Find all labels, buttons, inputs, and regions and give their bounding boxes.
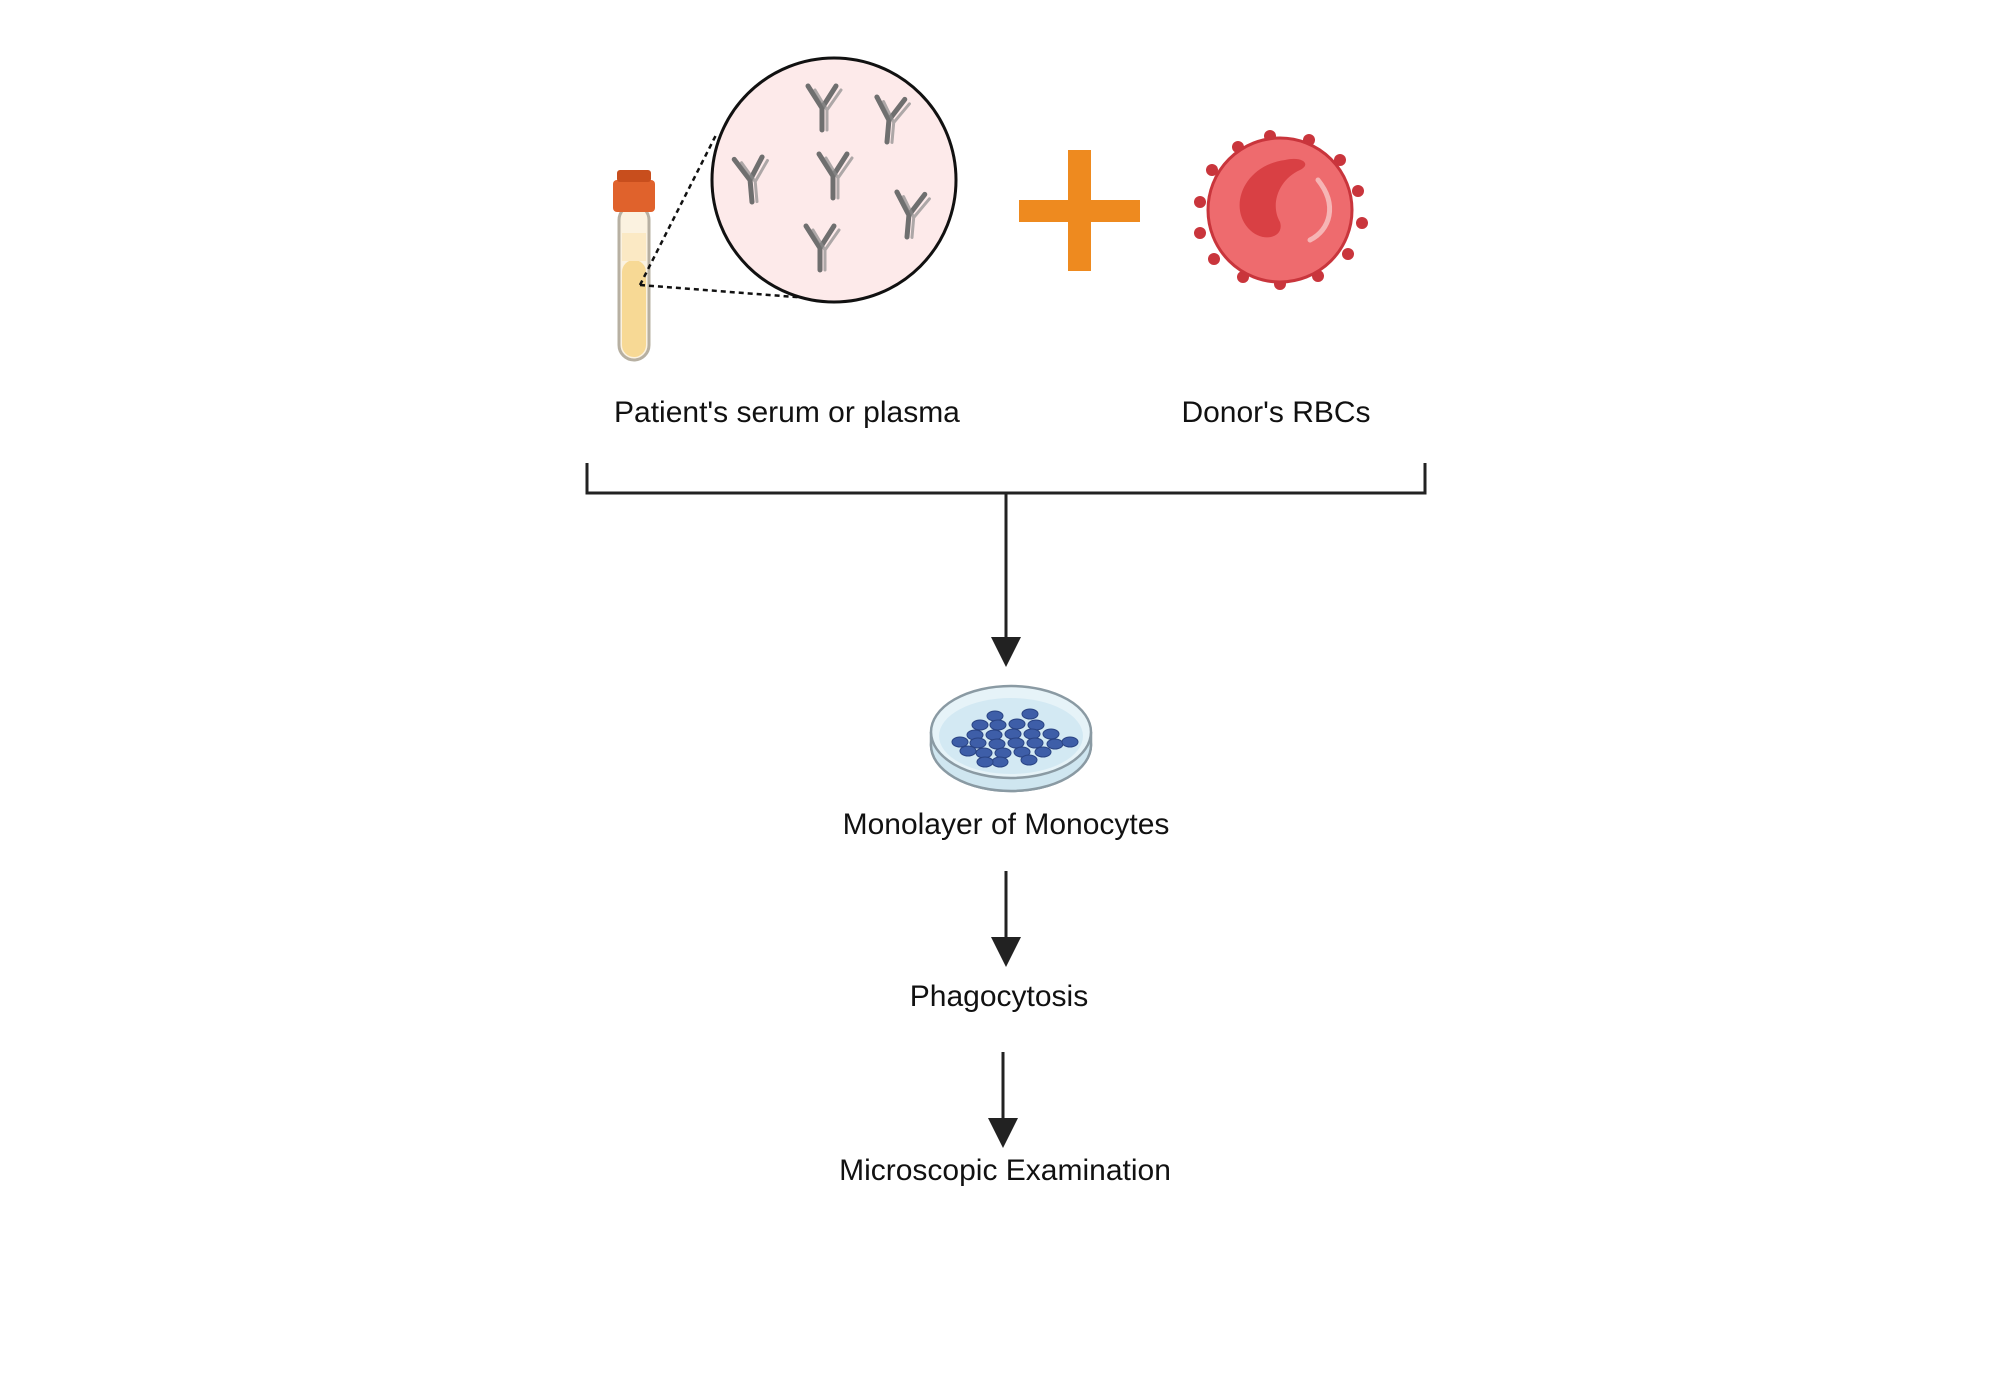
blood-tube-icon: [613, 170, 655, 362]
merge-bracket: [585, 463, 1427, 495]
step-label-monolayer: Monolayer of Monocytes: [843, 808, 1170, 841]
red-blood-cell-icon: [1194, 130, 1368, 290]
plus-icon: [1019, 150, 1140, 271]
serum-label: Patient's serum or plasma: [614, 396, 960, 429]
step-label-microscopic: Microscopic Examination: [839, 1154, 1171, 1187]
zoom-lines: [638, 134, 809, 300]
step-label-phagocytosis: Phagocytosis: [910, 980, 1088, 1013]
rbc-label: Donor's RBCs: [1181, 396, 1370, 429]
petri-dish-icon: [929, 684, 1093, 793]
antibody-zoom-circle: [710, 56, 958, 304]
